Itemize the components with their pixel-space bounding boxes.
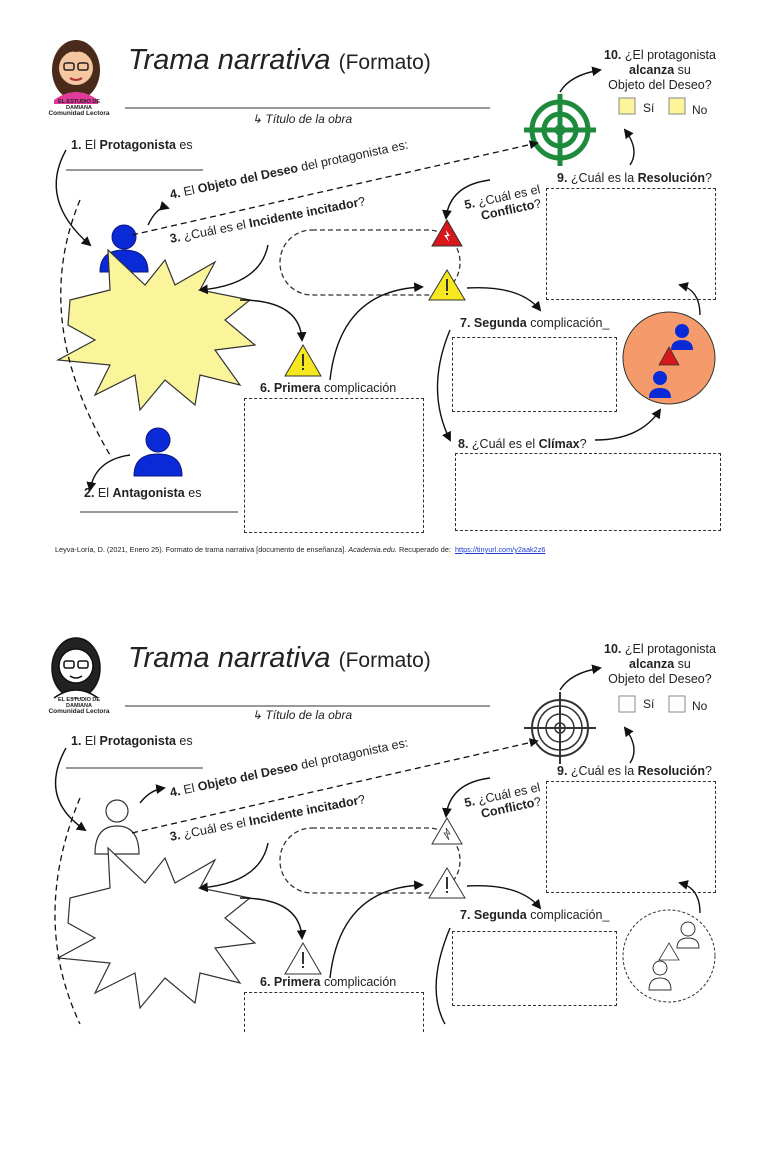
q9-label: 9. ¿Cuál es la Resolución? [557,171,712,185]
conflict-warning-icon [431,218,463,247]
no-checkbox[interactable] [669,98,685,114]
brand-line2-outline: Comunidad Lectora [48,708,110,715]
no-label-outline: No [692,699,708,713]
q10-label: 10. ¿El protagonista alcanza su Objeto d… [604,48,716,92]
second-complication-answer-box[interactable] [452,337,617,412]
page-drawing [52,40,716,513]
yes-label: Sí [643,101,655,115]
title-hint-outline: ↳ Título de la obra [252,708,353,722]
work-title-field[interactable] [125,88,490,108]
first-warning-outline-icon [284,942,322,975]
first-warning-icon [284,344,322,377]
second-complication-answer-box-outline[interactable] [452,931,617,1006]
citation-footer: Leyva-Loría, D. (2021, Enero 25). Format… [55,545,546,554]
page-drawing-outline [51,637,716,1025]
source-link[interactable]: https://tinyurl.com/y2aak2z6 [454,545,546,554]
yes-checkbox[interactable] [619,98,635,114]
q6-label: 6. Primera complicación [260,381,397,395]
target-icon [524,94,596,166]
q2-label: 2. El Antagonista es [84,486,202,500]
title-hint: ↳ Título de la obra [252,112,353,126]
avatar-outline-icon [51,637,101,699]
curved-arrow-icon: ↳ [252,708,263,722]
yes-label-outline: Sí [643,697,655,711]
resolution-answer-box[interactable] [546,188,716,300]
second-warning-icon [428,269,466,301]
q9-label-outline: 9. ¿Cuál es la Resolución? [557,764,712,778]
page-title: Trama narrativa (Formato) [128,44,431,77]
curved-arrow-icon: ↳ [252,112,263,126]
first-complication-answer-box[interactable] [244,398,424,533]
q6-label-outline: 6. Primera complicación [260,975,397,989]
q10-label-outline: 10. ¿El protagonista alcanza su Objeto d… [604,642,716,686]
q7-label: 7. Segunda complicación_ [460,316,610,330]
page-title-outline: Trama narrativa (Formato) [128,642,431,674]
q1-label-outline: 1. El Protagonista es [71,734,193,748]
brand-line1: EL ESTUDIO DE DAMIANA [57,99,101,111]
target-outline-icon [524,692,596,764]
antagonist-person-icon [133,427,183,477]
avatar-icon [52,40,100,104]
q1-label: 1. El Protagonista es [71,138,193,152]
title-italic: Trama narrativa [128,44,331,76]
inciting-burst-outline-icon [55,846,257,1010]
title-format: (Formato) [338,51,431,74]
protagonist-outline-icon [94,799,140,855]
conflict-warning-outline-icon [431,816,463,845]
q8-label: 8. ¿Cuál es el Clímax? [458,437,587,451]
second-warning-outline-icon [428,867,466,899]
resolution-answer-box-outline[interactable] [546,781,716,893]
first-complication-answer-box-outline[interactable] [244,992,424,1032]
page-color: EL ESTUDIO DE DAMIANA Comunidad Lectora … [0,0,768,560]
climax-answer-box[interactable] [455,453,721,531]
climax-circle-outline-icon [622,909,716,1003]
no-checkbox-outline[interactable] [669,696,685,712]
yes-checkbox-outline[interactable] [619,696,635,712]
inciting-burst-icon [55,248,257,412]
climax-circle-icon [622,311,716,405]
brand-line2: Comunidad Lectora [48,110,110,117]
q7-label-outline: 7. Segunda complicación_ [460,908,610,922]
brand-line1-outline: EL ESTUDIO DE DAMIANA [57,697,101,709]
page-outline: EL ESTUDIO DE DAMIANA Comunidad Lectora … [0,598,768,1158]
no-label: No [692,103,708,117]
